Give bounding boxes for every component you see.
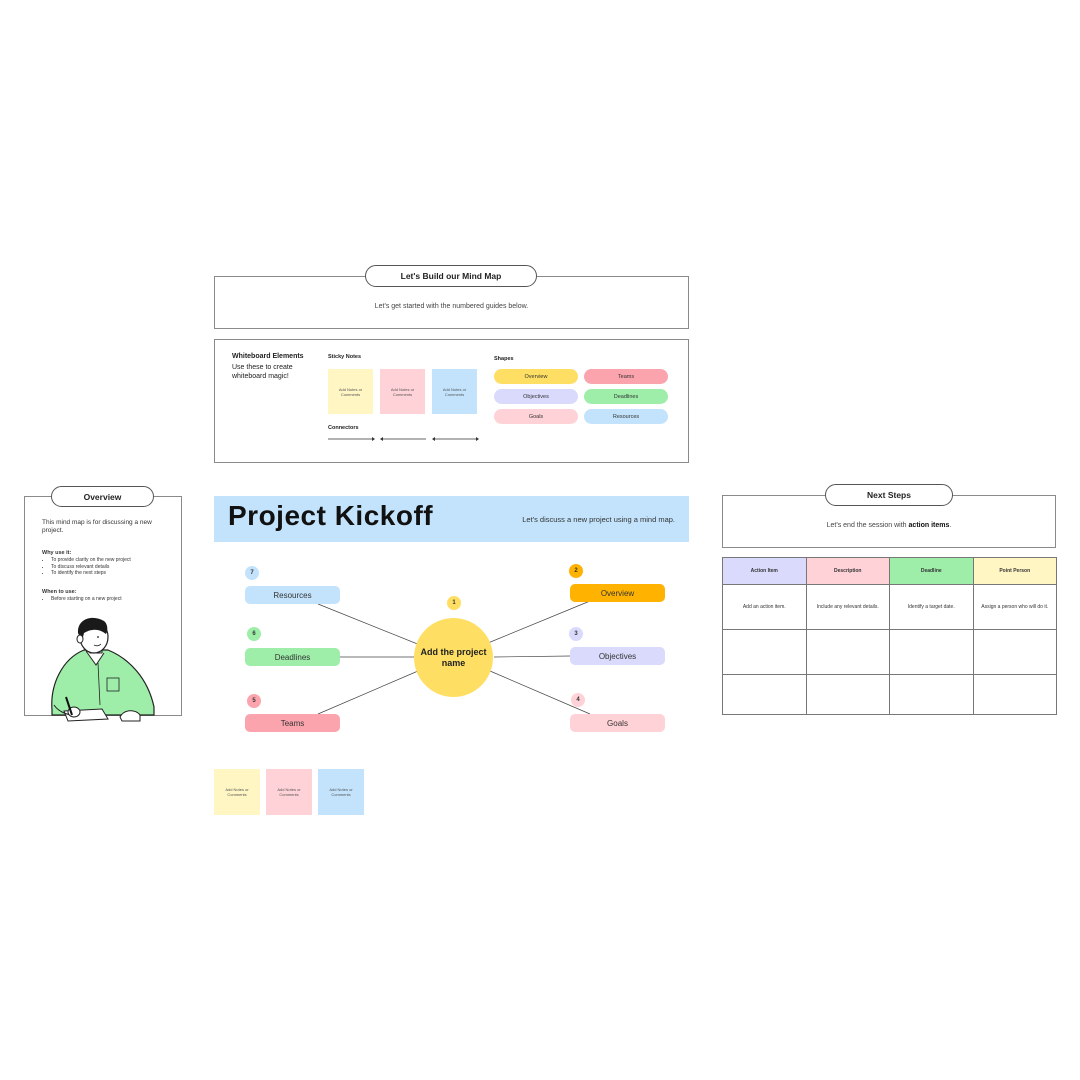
shapes-label: Shapes	[494, 356, 514, 362]
table-row	[722, 674, 1057, 715]
branch-teams	[317, 670, 419, 715]
badge-overview: 2	[569, 564, 583, 578]
node-teams[interactable]: Teams	[245, 714, 340, 732]
overview-title: Overview	[51, 486, 154, 507]
node-resources[interactable]: Resources	[245, 586, 340, 604]
bottom-sticky-yellow[interactable]: Add Notes or Comments	[214, 769, 260, 815]
overview-why: Why use it: To provide clarity on the ne…	[42, 549, 170, 577]
arrowhead-icon	[380, 437, 383, 441]
badge-resources: 7	[245, 566, 259, 580]
table-cell[interactable]	[722, 674, 807, 715]
center-node-label: Add the project name	[420, 646, 487, 668]
why-use-heading: Why use it:	[42, 550, 72, 556]
connectors-label: Connectors	[328, 425, 359, 431]
column-header-action-item: Action Item	[722, 557, 807, 585]
shape-goals[interactable]: Goals	[494, 409, 578, 424]
table-header-row: Action Item Description Deadline Point P…	[722, 557, 1057, 585]
list-item: Before starting on a new project	[51, 596, 170, 603]
action-items-table: Action Item Description Deadline Point P…	[722, 557, 1057, 715]
whiteboard-title: Whiteboard Elements	[232, 353, 304, 360]
shape-resources[interactable]: Resources	[584, 409, 668, 424]
column-header-point-person: Point Person	[972, 557, 1057, 585]
node-deadlines[interactable]: Deadlines	[245, 648, 340, 666]
person-writing-illustration	[51, 617, 155, 722]
shape-overview[interactable]: Overview	[494, 369, 578, 384]
arrowhead-icon	[372, 437, 375, 441]
table-cell[interactable]: Include any relevant details.	[805, 584, 890, 630]
when-to-use-list: Before starting on a new project	[42, 596, 170, 603]
column-header-deadline: Deadline	[889, 557, 974, 585]
badge-deadlines: 6	[247, 627, 261, 641]
table-cell[interactable]	[972, 674, 1057, 715]
shape-teams[interactable]: Teams	[584, 369, 668, 384]
next-steps-subtitle-bold: action items	[908, 522, 950, 529]
badge-center: 1	[447, 596, 461, 610]
overview-intro: This mind map is for discussing a new pr…	[42, 519, 152, 534]
sticky-note-pink[interactable]: Add Notes or Comments	[380, 369, 425, 414]
bottom-sticky-blue[interactable]: Add Notes or Comments	[318, 769, 364, 815]
sticky-note-yellow[interactable]: Add Notes or Comments	[328, 369, 373, 414]
node-objectives[interactable]: Objectives	[570, 647, 665, 665]
table-cell[interactable]	[889, 629, 974, 675]
node-goals[interactable]: Goals	[570, 714, 665, 732]
table-cell[interactable]: Identify a target date.	[889, 584, 974, 630]
list-item: To discuss relevant details	[51, 564, 170, 571]
bottom-sticky-pink[interactable]: Add Notes or Comments	[266, 769, 312, 815]
table-cell[interactable]	[722, 629, 807, 675]
sticky-notes-label: Sticky Notes	[328, 354, 362, 360]
center-node[interactable]: Add the project name	[414, 618, 493, 697]
badge-teams: 5	[247, 694, 261, 708]
mindmap-header-subtitle: Let's get started with the numbered guid…	[374, 303, 529, 310]
badge-objectives: 3	[569, 627, 583, 641]
node-overview[interactable]: Overview	[570, 584, 665, 602]
mindmap-header-title: Let's Build our Mind Map	[365, 265, 537, 287]
next-steps-subtitle-suffix: .	[949, 522, 952, 529]
table-cell[interactable]	[805, 674, 890, 715]
table-cell[interactable]: Add an action item.	[722, 584, 807, 630]
sticky-note-blue[interactable]: Add Notes or Comments	[432, 369, 477, 414]
next-steps-title: Next Steps	[825, 484, 953, 506]
whiteboard-description: Use these to create whiteboard magic!	[232, 364, 293, 380]
branch-resources	[317, 603, 421, 646]
table-cell[interactable]	[972, 629, 1057, 675]
connectors-svg	[328, 437, 479, 441]
table-row: Add an action item. Include any relevant…	[722, 584, 1057, 630]
when-to-use-heading: When to use:	[42, 589, 77, 595]
column-header-description: Description	[805, 557, 890, 585]
table-cell[interactable]: Assign a person who will do it.	[972, 584, 1057, 630]
why-use-list: To provide clarity on the new project To…	[42, 557, 170, 577]
shape-objectives[interactable]: Objectives	[494, 389, 578, 404]
banner-title: Project Kickoff	[228, 500, 434, 531]
overview-when: When to use: Before starting on a new pr…	[42, 588, 170, 603]
badge-goals: 4	[571, 693, 585, 707]
arrowhead-icon	[432, 437, 435, 441]
branch-goals	[489, 670, 591, 715]
arrowhead-icon	[476, 437, 479, 441]
shape-deadlines[interactable]: Deadlines	[584, 389, 668, 404]
branch-overview	[487, 600, 591, 644]
branch-objectives	[493, 655, 571, 658]
next-steps-subtitle: Let's end the session with action items.	[722, 522, 1056, 529]
list-item: To identify the next steps	[51, 570, 170, 577]
table-row	[722, 629, 1057, 675]
table-cell[interactable]	[889, 674, 974, 715]
banner-subtitle: Let's discuss a new project using a mind…	[522, 515, 675, 524]
table-cell[interactable]	[805, 629, 890, 675]
project-banner	[214, 496, 689, 542]
next-steps-subtitle-prefix: Let's end the session with	[826, 522, 909, 529]
list-item: To provide clarity on the new project	[51, 557, 170, 564]
